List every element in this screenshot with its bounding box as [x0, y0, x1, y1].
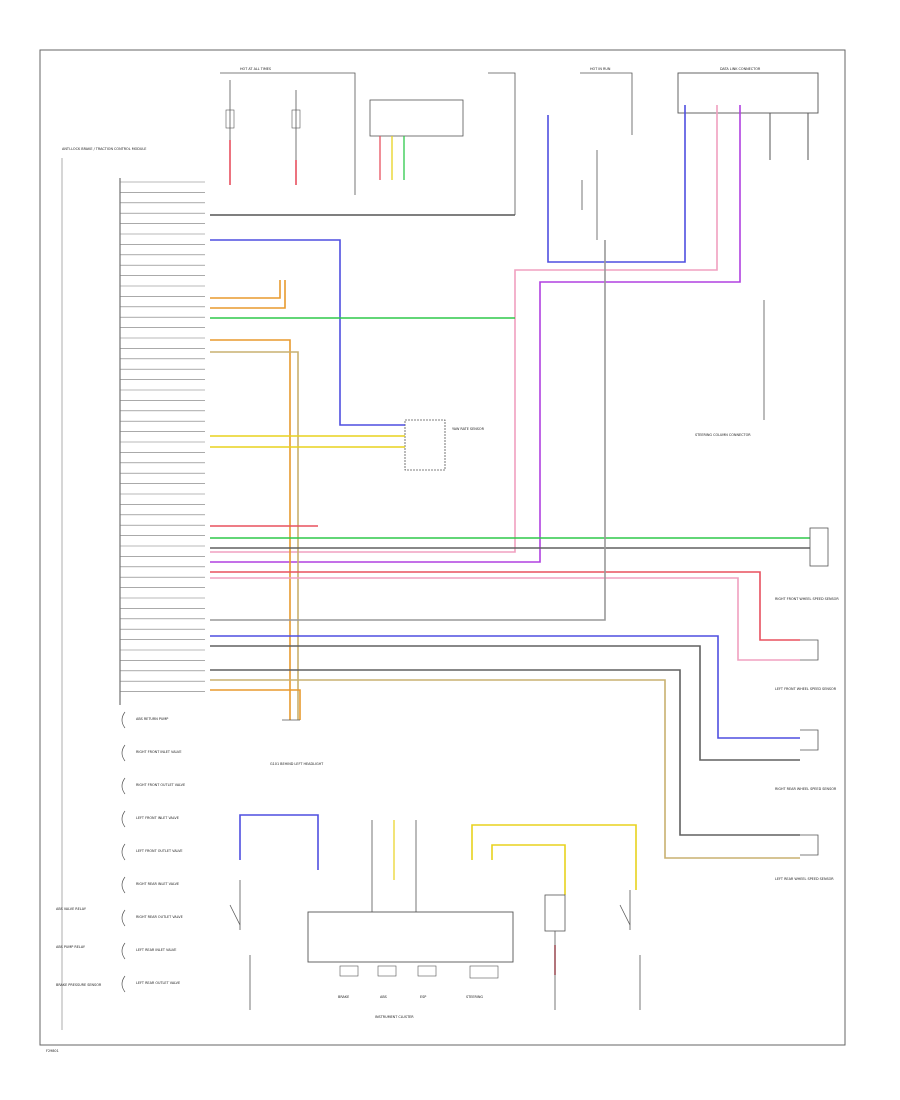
wire-pink-2 [210, 577, 800, 661]
valve-item: RIGHT REAR INLET VALVE [121, 876, 179, 894]
brake-light-switch-bottom [229, 880, 641, 1010]
valve-label: RIGHT FRONT INLET VALVE [136, 750, 181, 754]
valve-label: RIGHT REAR INLET VALVE [136, 882, 179, 886]
valve-label: ABS RETURN PUMP [136, 717, 168, 721]
valve-item: RIGHT FRONT OUTLET VALVE [121, 777, 185, 795]
relay-label: ABS PUMP RELAY [56, 945, 86, 949]
wire-red-3 [210, 571, 800, 641]
abs-module: ANTI-LOCK BRAKE / TRACTION CONTROL MODUL… [61, 147, 205, 1030]
relay-label: BRAKE PRESSURE SENSOR [56, 983, 102, 987]
relay-item: BRAKE PRESSURE SENSOR [56, 983, 102, 987]
fuse-label-hot-in-run: HOT IN RUN [590, 67, 611, 71]
ground-g101: G101 BEHIND LEFT HEADLIGHT [270, 719, 324, 766]
lr-wheel-sensor: LEFT REAR WHEEL SPEED SENSOR [775, 877, 834, 881]
wire-violet-main [210, 105, 741, 563]
valve-label: RIGHT REAR OUTLET VALVE [136, 915, 183, 919]
rr-sensor-label: RIGHT REAR WHEEL SPEED SENSOR [775, 787, 837, 791]
lr-sensor-label: LEFT REAR WHEEL SPEED SENSOR [775, 877, 834, 881]
steering-column-connector: STEERING COLUMN CONNECTOR [695, 300, 765, 437]
wire-gray-3 [210, 240, 606, 621]
wire-pink-main [210, 105, 718, 553]
wire-yellow-4 [491, 844, 566, 895]
wire-orange-3 [210, 280, 286, 309]
wire-tan-3 [210, 689, 301, 720]
valve-label: LEFT REAR OUTLET VALVE [136, 981, 180, 985]
wire-gray-2 [210, 645, 800, 761]
wire-yellow-3 [471, 824, 637, 890]
valve-item: LEFT REAR OUTLET VALVE [121, 975, 180, 993]
top-left-fuse-box: HOT AT ALL TIMES [220, 67, 356, 195]
wire-black-1 [210, 669, 800, 836]
lf-wheel-sensor: LEFT FRONT WHEEL SPEED SENSOR [775, 687, 837, 751]
yaw-rate-sensor: YAW RATE SENSOR [404, 419, 485, 471]
valve-label: LEFT REAR INLET VALVE [136, 948, 176, 952]
valve-label: LEFT FRONT INLET VALVE [136, 816, 179, 820]
valve-item: LEFT FRONT INLET VALVE [121, 810, 179, 828]
indicator-steering: STEERING [466, 995, 483, 999]
indicator-esp: ESP [420, 995, 426, 999]
fuse-label-hot-at-all-times: HOT AT ALL TIMES [240, 67, 271, 71]
wires [210, 105, 810, 975]
left-valve-list: ABS RETURN PUMP RIGHT FRONT INLET VALVE RI… [121, 711, 185, 993]
wire-tan-2 [210, 679, 800, 859]
wire-blue-1 [210, 239, 405, 426]
rf-wheel-sensor: RIGHT FRONT WHEEL SPEED SENSOR [775, 597, 839, 661]
wire-orange-2 [210, 339, 291, 720]
valve-item: RIGHT FRONT INLET VALVE [121, 744, 181, 762]
relay-label: ABS VALVE RELAY [56, 907, 87, 911]
left-relay-list: ABS VALVE RELAY ABS PUMP RELAY BRAKE PRESS… [56, 907, 102, 987]
brake-fluid-switch [369, 99, 464, 180]
relay-item: ABS PUMP RELAY [56, 945, 86, 949]
instrument-cluster-label: INSTRUMENT CLUSTER [375, 1015, 414, 1019]
rf-sensor-label: RIGHT FRONT WHEEL SPEED SENSOR [775, 597, 839, 601]
indicator-abs: ABS [380, 995, 387, 999]
valve-item: RIGHT REAR OUTLET VALVE [121, 909, 183, 927]
relay-item: ABS VALVE RELAY [56, 907, 87, 911]
yaw-sensor-label: YAW RATE SENSOR [452, 427, 485, 431]
valve-label: LEFT FRONT OUTLET VALVE [136, 849, 183, 853]
top-right-fuse-box: HOT IN RUN [488, 67, 633, 215]
wire-orange-1 [210, 280, 281, 299]
valve-item: ABS RETURN PUMP [121, 711, 168, 729]
steering-angle-connector [809, 527, 829, 567]
brake-switch-top [581, 150, 598, 240]
data-link-connector: DATA LINK CONNECTOR [677, 67, 819, 160]
rr-wheel-sensor: RIGHT REAR WHEEL SPEED SENSOR [775, 787, 837, 856]
wire-blue-3 [210, 635, 800, 739]
diagram-border [39, 49, 846, 1046]
wire-blue-2 [547, 105, 686, 263]
valve-item: LEFT REAR INLET VALVE [121, 942, 176, 960]
instrument-cluster: INSTRUMENT CLUSTER BRAKE ABS ESP STEERIN… [307, 820, 514, 1019]
connector-label: STEERING COLUMN CONNECTOR [695, 433, 751, 437]
abs-module-label: ANTI-LOCK BRAKE / TRACTION CONTROL MODUL… [62, 147, 146, 151]
indicator-brake: BRAKE [338, 995, 349, 999]
ground-label: G101 BEHIND LEFT HEADLIGHT [270, 762, 324, 766]
valve-label: RIGHT FRONT OUTLET VALVE [136, 783, 185, 787]
wire-tan-1 [210, 351, 299, 720]
wire-blue-4 [239, 814, 319, 870]
footer-code: F29801 [46, 1049, 59, 1053]
valve-item: LEFT FRONT OUTLET VALVE [121, 843, 183, 861]
lf-sensor-label: LEFT FRONT WHEEL SPEED SENSOR [775, 687, 837, 691]
data-link-label: DATA LINK CONNECTOR [720, 67, 761, 71]
